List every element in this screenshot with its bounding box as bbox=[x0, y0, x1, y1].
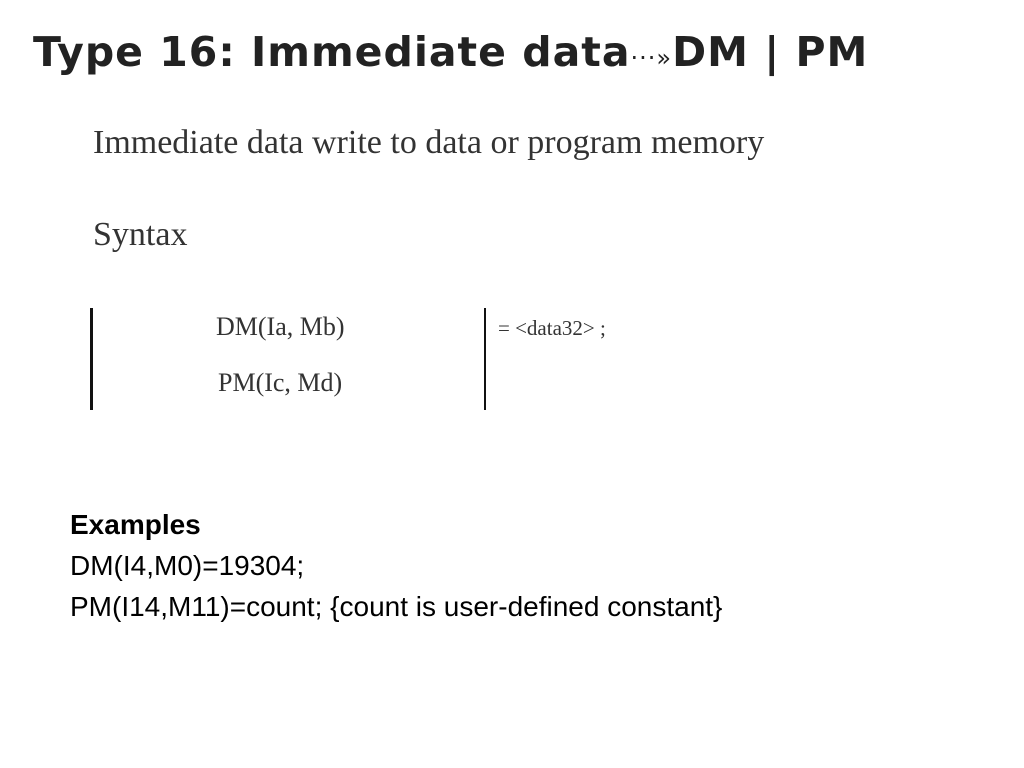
example-line: PM(I14,M11)=count; {count is user-define… bbox=[70, 591, 723, 622]
examples-heading: Examples bbox=[70, 509, 201, 540]
arrow-glyph: ···» bbox=[630, 44, 673, 72]
subtitle: Immediate data write to data or program … bbox=[93, 124, 765, 161]
divider-bar bbox=[484, 308, 486, 410]
title-target: DM | PM bbox=[672, 28, 869, 76]
assignment-expression: = <data32> ; bbox=[498, 316, 606, 340]
syntax-diagram: DM(Ia, Mb) PM(Ic, Md) = <data32> ; bbox=[90, 308, 690, 410]
examples-section: Examples DM(I4,M0)=19304; PM(I14,M11)=co… bbox=[70, 504, 722, 627]
slide-title: Type 16: Immediate data···»DM | PM bbox=[33, 28, 868, 76]
syntax-heading: Syntax bbox=[93, 216, 188, 253]
title-text: Type 16: Immediate data bbox=[33, 28, 631, 76]
operand-dm: DM(Ia, Mb) bbox=[216, 312, 345, 341]
example-line: DM(I4,M0)=19304; bbox=[70, 550, 305, 581]
left-bracket-bar bbox=[90, 308, 93, 410]
operand-pm: PM(Ic, Md) bbox=[218, 368, 343, 397]
